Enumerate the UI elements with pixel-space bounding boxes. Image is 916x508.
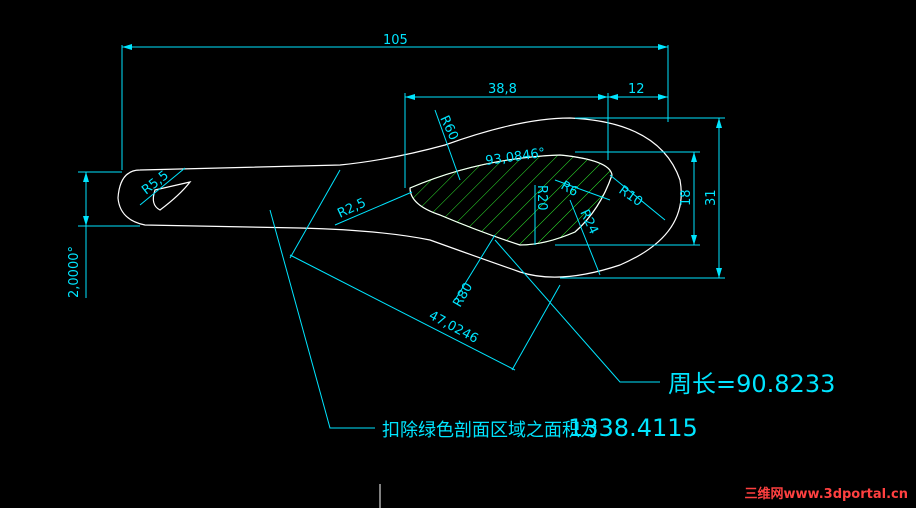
dim-38-8-label: 38,8 xyxy=(488,82,517,97)
radius-r6: R6 xyxy=(558,178,580,200)
spoon-outline xyxy=(117,117,682,278)
dim-2-label: 2,0000° xyxy=(67,246,82,298)
dimension-12: 12 xyxy=(608,82,668,100)
perimeter-annotation: 周长=90.8233 xyxy=(668,370,835,398)
dimension-18: 18 xyxy=(555,151,700,246)
radius-r20: R20 xyxy=(534,185,549,211)
hatched-section xyxy=(409,154,613,246)
area-leader xyxy=(269,209,375,429)
dim-18-label: 18 xyxy=(679,189,694,206)
dimension-2-angle: 2,0000° xyxy=(67,171,140,298)
radius-r60: R60 xyxy=(436,113,460,143)
dim-31-label: 31 xyxy=(704,189,719,206)
watermark: 三维网www.3dportal.cn xyxy=(744,487,908,502)
dim-47-label: 47,0246 xyxy=(426,308,481,346)
dim-12-label: 12 xyxy=(628,82,645,97)
radius-r80: R80 xyxy=(450,280,476,310)
dimension-38-8: 38,8 xyxy=(404,82,609,188)
dimension-105: 105 xyxy=(121,33,669,170)
radius-r5-5: R5,5 xyxy=(139,168,172,198)
spoon-slot xyxy=(152,181,192,211)
area-annotation-label: 扣除绿色剖面区域之面积为 xyxy=(382,420,598,441)
perimeter-leader xyxy=(494,239,660,383)
dim-105-label: 105 xyxy=(383,33,408,48)
area-annotation-value: 1338.4115 xyxy=(568,414,698,442)
dimension-31: 31 xyxy=(560,117,725,279)
radius-r10: R10 xyxy=(616,183,646,210)
